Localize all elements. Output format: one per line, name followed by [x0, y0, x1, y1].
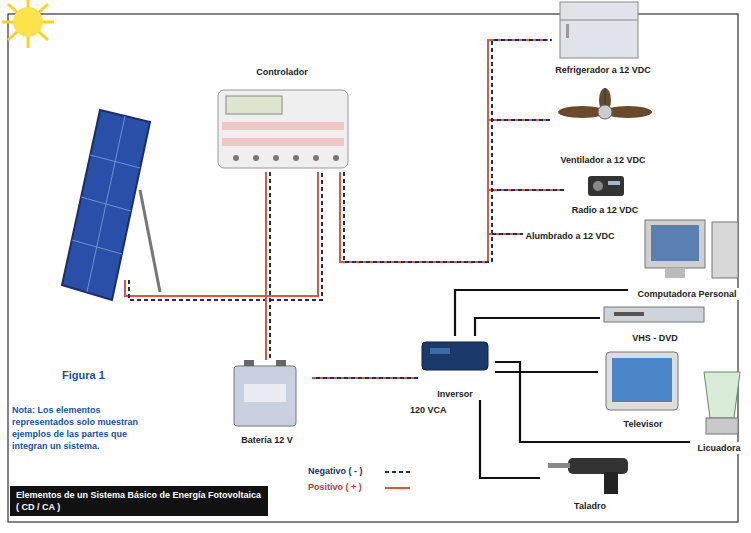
battery-icon [234, 360, 296, 426]
fan-icon [558, 88, 652, 119]
negative-wire [344, 172, 564, 262]
component-node: Batería 12 V [222, 360, 312, 446]
component-node: Alumbrado a 12 VDC [520, 226, 620, 242]
component-label: Taladro [572, 500, 608, 512]
legend-text: Positivo ( + ) [308, 481, 362, 493]
cable-line [495, 362, 690, 442]
component-node: Radio a 12 VDC [560, 170, 650, 216]
panel-wires [125, 172, 322, 300]
tv-icon [606, 352, 678, 410]
inverter-icon [422, 342, 488, 370]
free-label: 120 VCA [410, 404, 447, 416]
controller-device [218, 90, 348, 168]
component-label: Alumbrado a 12 VDC [523, 230, 616, 242]
blender-icon [704, 372, 740, 434]
component-node: Inversor [415, 336, 495, 400]
free-label: Nota: Los elementos representados solo m… [12, 404, 162, 452]
ac-cable [495, 362, 690, 442]
positive-wire [265, 172, 267, 360]
dc-wire-pair [340, 40, 552, 262]
cable-line [475, 318, 600, 336]
negative-wire [344, 40, 552, 262]
component-label: VHS - DVD [630, 332, 680, 344]
cable-line [495, 371, 598, 373]
component-node: Refrigerador a 12 VDC [548, 0, 658, 76]
component-label: Controlador [254, 66, 310, 78]
dc-wire-pair [340, 172, 564, 262]
component-node: VHS - DVD [600, 302, 710, 344]
component-label: Televisor [622, 418, 665, 430]
negative-wire [344, 172, 524, 262]
component-label: Computadora Personal [635, 288, 738, 300]
vhs-dvd-icon [604, 307, 704, 322]
ac-cable [495, 372, 598, 373]
ac-cable [475, 318, 600, 336]
sun-icon [2, 0, 54, 48]
legend-text: Negativo ( - ) [308, 465, 363, 477]
dc-wire-pair [340, 172, 524, 262]
component-node: Televisor [598, 348, 688, 430]
negative-wire [316, 377, 419, 379]
free-label: Figura 1 [62, 368, 105, 382]
component-label: Radio a 12 VDC [570, 204, 641, 216]
dc-wire-pair [312, 378, 419, 379]
ac-cable [455, 290, 628, 336]
component-label: Inversor [435, 388, 475, 400]
computer-icon [645, 220, 738, 278]
positive-wire [340, 172, 520, 262]
drill-icon [548, 458, 628, 494]
frame [8, 14, 738, 522]
fridge-icon [560, 2, 638, 58]
positive-wire [340, 172, 560, 262]
component-node: Controlador [212, 66, 352, 172]
component-label: Batería 12 V [239, 434, 295, 446]
caption-box: Elementos de un Sistema Básico de Energí… [10, 486, 268, 516]
dc-wire-pair [266, 172, 270, 360]
solar-panel [62, 110, 160, 300]
cable-line [480, 400, 540, 478]
component-label: Licuadora [695, 442, 742, 454]
component-node: Computadora Personal [628, 216, 746, 300]
component-label: Refrigerador a 12 VDC [553, 64, 653, 76]
negative-wire [269, 172, 271, 360]
cable-line [455, 290, 628, 336]
legend-samples [385, 472, 410, 488]
component-node: Licuadora [690, 370, 748, 454]
positive-wire [340, 40, 548, 262]
component-node: Taladro [540, 450, 640, 512]
component-label: Ventilador a 12 VDC [558, 154, 647, 166]
radio-icon [588, 176, 624, 196]
ac-cable [480, 400, 540, 478]
positive-wire [312, 377, 415, 379]
component-node: Ventilador a 12 VDC [548, 84, 658, 166]
